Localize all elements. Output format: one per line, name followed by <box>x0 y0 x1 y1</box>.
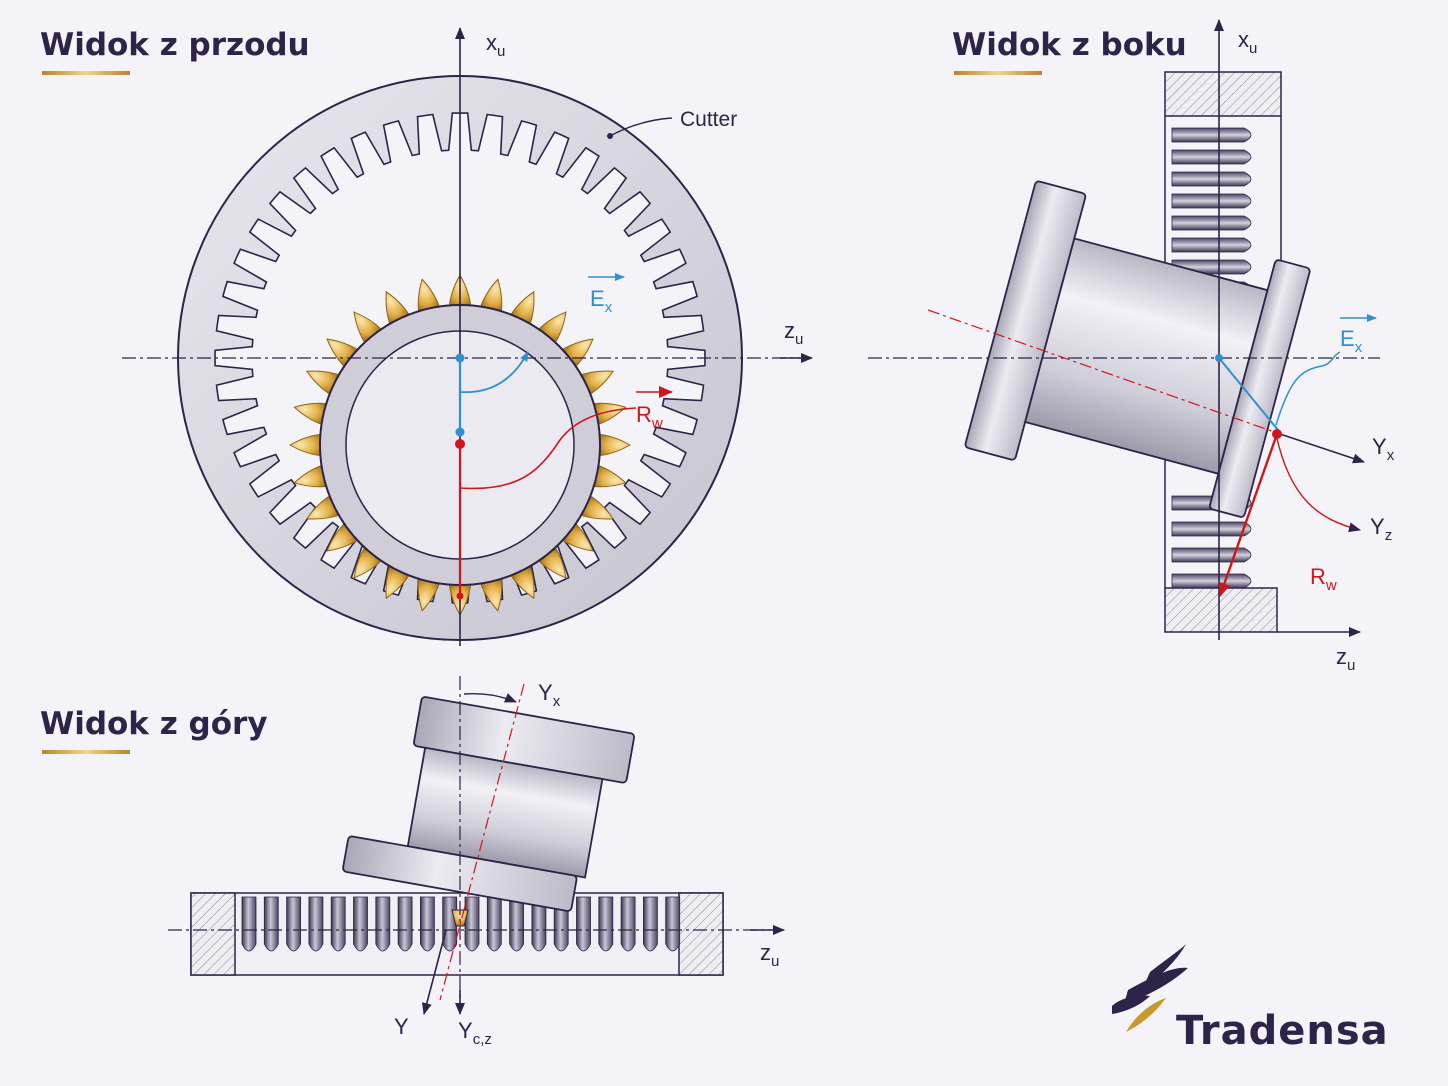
top-title-underline <box>42 750 130 754</box>
front-r-label: Rw <box>636 402 663 432</box>
top-z-axis-label: zu <box>760 940 779 970</box>
side-cutter-tooth <box>1171 127 1252 143</box>
front-e-label: Ex <box>590 286 613 316</box>
front-title-underline <box>42 71 130 75</box>
front-view-title: Widok z przodu <box>40 27 310 63</box>
side-red-vector <box>1218 433 1279 597</box>
front-red-dot-bottom <box>456 592 464 600</box>
top-cutter-tooth <box>442 896 458 952</box>
top-cutter-tooth <box>420 896 435 952</box>
side-cutter-tooth <box>1171 171 1252 187</box>
top-pinion-tool <box>342 696 635 912</box>
top-ycz-label: Yc,z <box>458 1018 492 1048</box>
top-cutter-tooth <box>464 896 480 952</box>
top-cutter-left-section <box>190 892 236 976</box>
top-cutter-tooth <box>620 896 636 952</box>
top-cutter-tooth <box>665 896 681 952</box>
pinion-tooth <box>288 433 325 457</box>
front-blue-dot-top <box>455 353 465 363</box>
top-view-title: Widok z góry <box>40 706 268 742</box>
side-title-underline <box>954 71 1042 75</box>
front-view: Widok z przodu xu zu Cutter Ex <box>40 27 813 646</box>
top-cutter-right-section <box>678 892 724 976</box>
top-rotation-arc <box>463 692 517 703</box>
side-blue-leader <box>1275 351 1341 426</box>
top-cutter-tooth <box>576 896 591 952</box>
side-blue-dot <box>1215 354 1223 362</box>
front-red-leader <box>459 407 637 490</box>
top-y-label: Y <box>394 1014 409 1039</box>
side-x-axis-label: xu <box>1238 27 1257 57</box>
brand-logo: Tradensa <box>1112 944 1389 1054</box>
top-cutter-tooth <box>330 896 346 952</box>
pinion-tooth <box>595 433 632 457</box>
front-z-axis-label: zu <box>784 318 803 348</box>
side-cutter-tooth <box>1171 149 1252 165</box>
side-cutter-tooth <box>1171 237 1252 253</box>
front-blue-rotation-arc <box>459 351 529 394</box>
top-cutter-tooth <box>643 896 658 952</box>
side-yx-label: Yx <box>1372 434 1395 464</box>
front-blue-dot-bottom <box>455 427 465 437</box>
side-e-label: Ex <box>1340 326 1363 356</box>
cutter-leader-dot <box>607 133 613 139</box>
side-cutter-top-section <box>1164 71 1282 117</box>
cutter-leader <box>609 117 673 137</box>
top-cutter-tooth <box>353 896 368 952</box>
top-tool-axis <box>439 683 525 1001</box>
top-cutter-tooth <box>509 896 524 952</box>
side-cutter-tooth <box>1171 573 1252 589</box>
side-blue-vector <box>1218 357 1279 431</box>
top-gold-tooth <box>451 909 469 927</box>
side-view: Widok z boku xu zu Ex Yx Yz <box>868 19 1395 674</box>
pinion-tooth <box>293 402 331 427</box>
side-red-dot <box>1272 429 1282 439</box>
side-cutter-tooth <box>1171 215 1252 231</box>
tradensa-logo-icon <box>1112 944 1188 1032</box>
pinion-tooth <box>417 278 442 316</box>
pinion-tooth <box>293 463 331 488</box>
top-cutter-tooth <box>375 896 391 952</box>
top-y-arrow <box>421 929 447 1015</box>
top-cutter-tooth <box>263 896 279 952</box>
top-cutter-tooth <box>598 896 614 952</box>
side-cutter-tooth <box>1171 193 1252 209</box>
front-x-axis-label: xu <box>486 30 505 60</box>
top-cutter-tooth <box>241 896 257 952</box>
top-cutter-tooth <box>531 896 547 952</box>
side-cutter-teeth <box>1171 127 1252 589</box>
top-cutter-tooth <box>286 896 301 952</box>
pinion-tooth <box>417 574 442 612</box>
top-yx-label: Yx <box>538 680 561 710</box>
top-view: Widok z góry Yx zu Y Yc,z <box>40 676 785 1048</box>
top-cutter-tooth <box>397 896 413 952</box>
pinion-tooth <box>478 574 503 612</box>
side-view-title: Widok z boku <box>952 27 1187 63</box>
top-cutter-tooth <box>486 896 502 952</box>
front-red-dot <box>455 439 465 449</box>
brand-name: Tradensa <box>1176 1008 1389 1054</box>
pinion-tooth <box>478 278 503 316</box>
cutter-label: Cutter <box>680 108 737 131</box>
pinion-tooth <box>589 402 627 427</box>
side-yx-axis <box>1279 433 1365 464</box>
side-tool-axis <box>927 309 1281 435</box>
side-cutter-tooth <box>1171 547 1252 563</box>
side-r-label: Rw <box>1310 564 1337 594</box>
side-yz-curve <box>1275 433 1361 533</box>
pinion-tooth <box>589 463 627 488</box>
side-yz-label: Yz <box>1370 514 1392 544</box>
side-z-axis-label: zu <box>1336 644 1355 674</box>
top-cutter-tooth <box>308 896 324 952</box>
side-cutter-tooth <box>1171 521 1252 537</box>
side-pinion-tool <box>964 180 1311 518</box>
